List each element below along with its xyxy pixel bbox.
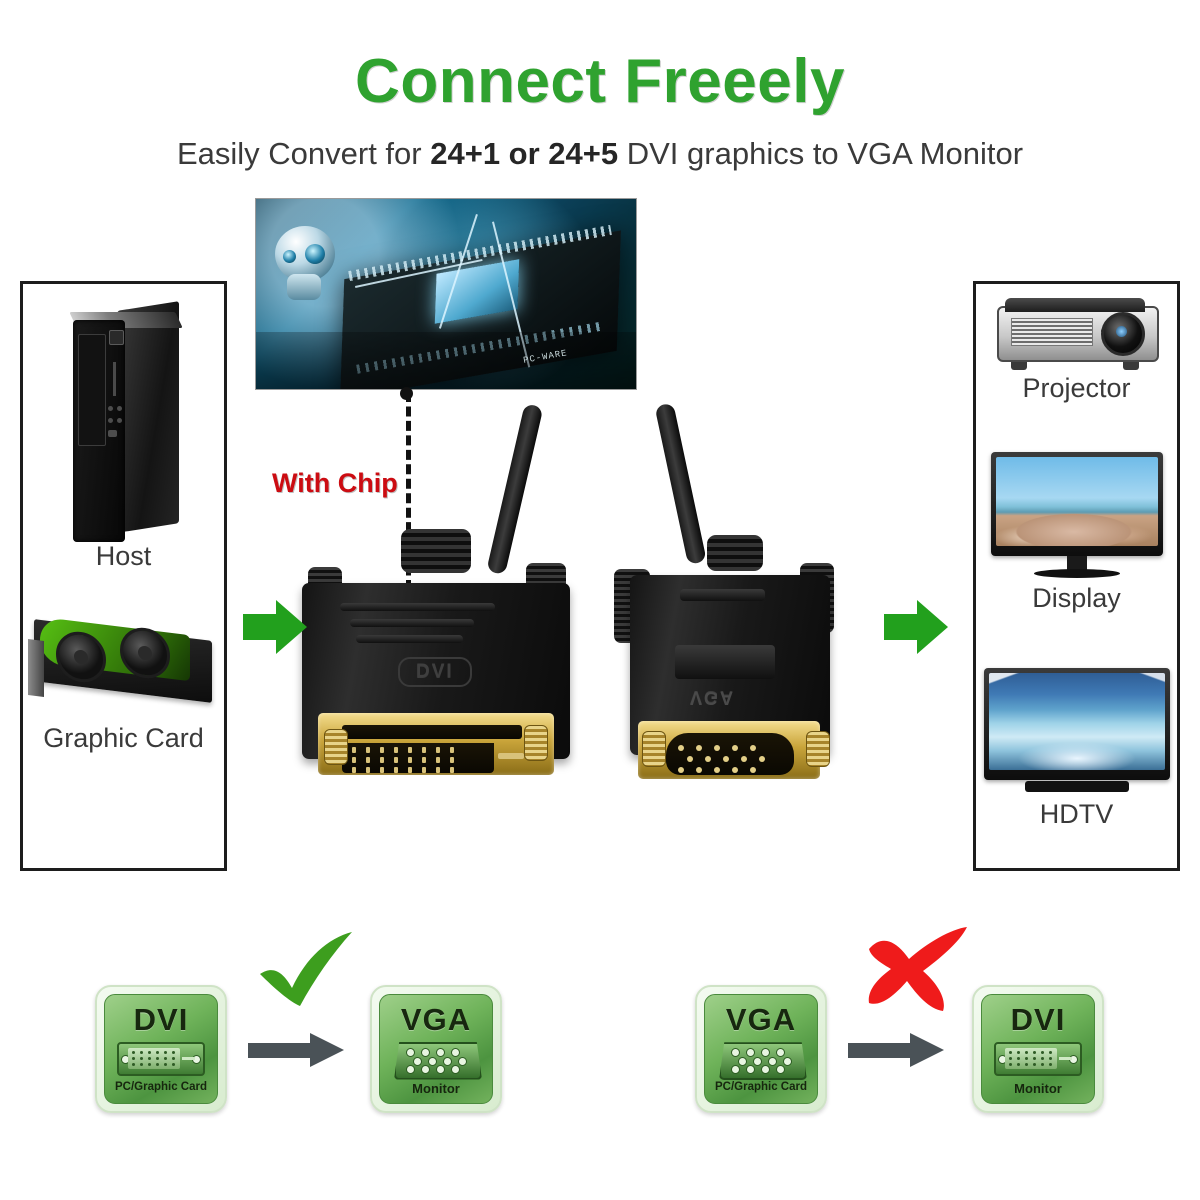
target-item-projector-label: Projector [1022,373,1131,403]
subtitle-part-1: Easily Convert for [176,136,431,171]
target-item-projector: Projector [976,298,1177,404]
pc-tower-icon [65,298,183,542]
vga-connector-emboss: VGA [690,688,736,708]
flow-arrow-right [884,600,950,654]
subtitle-part-2: 24+1 [430,136,501,171]
chip-photo: PC-WARE [255,198,637,390]
compat-arrow-not-supported [848,1033,948,1067]
with-chip-label: With Chip [272,468,398,498]
source-item-graphic-card: Graphic Card [23,614,224,754]
compat-badge-vga-target-title: VGA [400,1001,472,1037]
source-item-graphic-card-label: Graphic Card [43,723,204,753]
dvi-port-icon [117,1042,205,1077]
callout-dashed-line [406,392,411,590]
compat-badge-dvi-source: DVI PC/Graphic Card [95,985,227,1113]
graphics-card-icon [27,614,214,710]
check-mark-icon [252,930,362,1010]
subtitle-part-5: DVI graphics to VGA Monitor [618,136,1024,171]
projector-icon [996,298,1159,370]
compat-arrow-supported [248,1033,348,1067]
dvi-connector-emboss: DVI [398,657,472,687]
compat-badge-dvi-source-sub: PC/Graphic Card [114,1081,208,1094]
target-item-hdtv-label: HDTV [1039,799,1114,829]
target-item-display: Display [976,452,1177,614]
vga-port-icon-2 [719,1042,807,1081]
robot-mascot-icon [275,225,339,300]
monitor-icon [990,452,1163,578]
source-item-host-label: Host [95,541,152,571]
vga-male-connector: VGA [610,535,860,795]
compat-badge-dvi-target-sub: Monitor [1014,1080,1062,1096]
subtitle-part-3: or [500,136,549,171]
target-item-display-label: Display [1032,583,1121,613]
dvi-to-vga-cable: DVI VGA [280,395,940,825]
compat-badge-dvi-target: DVI Monitor [972,985,1104,1113]
cross-mark-icon [855,925,975,1015]
dvi-male-connector: DVI [302,529,570,795]
target-item-hdtv: HDTV [976,668,1177,830]
page-title: Connect Freeely [355,47,845,116]
compat-badge-dvi-target-title: DVI [1010,1001,1066,1037]
television-icon [983,668,1170,792]
dvi-port-icon-2 [994,1041,1082,1076]
source-devices-panel: Host Graphic Card [20,281,227,871]
compat-badge-vga-source-sub: PC/Graphic Card [714,1081,808,1094]
vga-port-icon [394,1041,482,1080]
compat-badge-dvi-source-title: DVI [133,1002,189,1038]
compat-badge-vga-target-sub: Monitor [412,1080,460,1096]
page-subtitle: Easily Convert for 24+1 or 24+5 DVI grap… [0,136,1200,172]
compat-badge-vga-source-title: VGA [725,1002,797,1038]
cable-cord-right [654,402,707,565]
target-devices-panel: Projector Display HDTV [973,281,1180,871]
compat-badge-vga-source: VGA PC/Graphic Card [695,985,827,1113]
source-item-host: Host [23,298,224,572]
flow-arrow-left [243,600,309,654]
compat-badge-vga-target: VGA Monitor [370,985,502,1113]
subtitle-part-4: 24+5 [548,136,619,171]
